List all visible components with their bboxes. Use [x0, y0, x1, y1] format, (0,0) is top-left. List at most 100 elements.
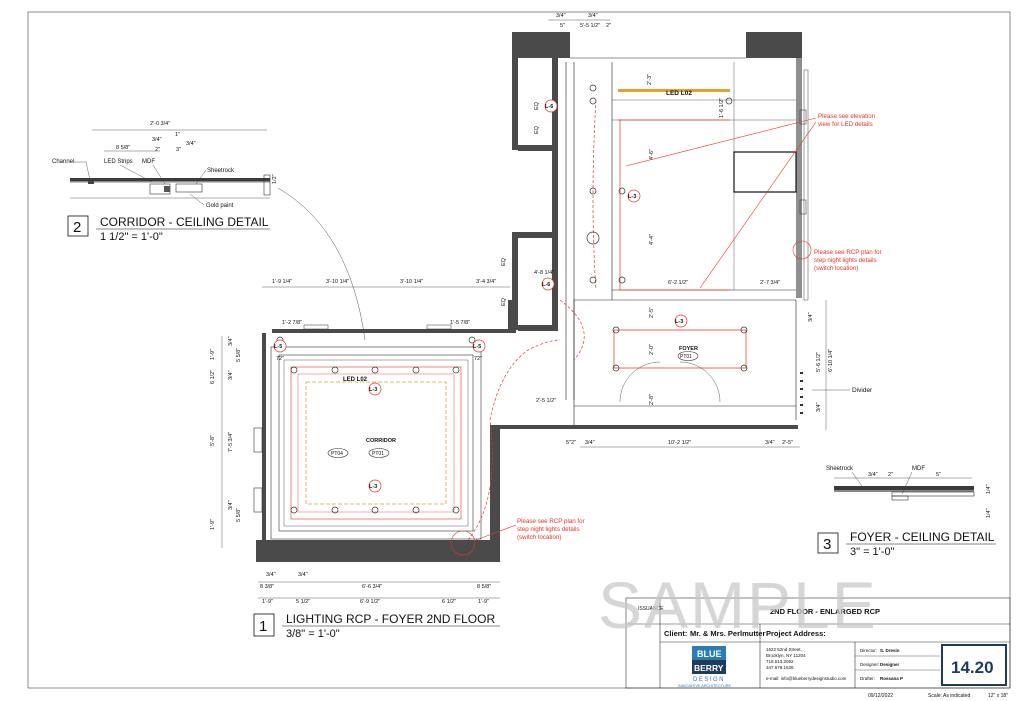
dim-text: 6 1/2" — [442, 599, 456, 605]
detail-3-scale: 3" = 1'-0" — [850, 546, 895, 558]
dim-text: 3/4" — [585, 440, 595, 446]
dim-text: 2'-3" — [647, 74, 653, 85]
fixture-label: L-3 — [675, 319, 683, 325]
detail-2-title: 2 CORRIDOR - CEILING DETAIL 1 1/2" = 1'-… — [67, 215, 270, 243]
label-sheetrock-foyer: Sheetrock — [826, 466, 854, 472]
dim-text: 2'-8" — [649, 394, 655, 405]
fixture-l3-c: L-3 — [368, 382, 382, 396]
note-elevation-line1: Please see elevation — [818, 113, 876, 120]
address-line-3: 718.513.2092 — [766, 659, 794, 664]
dim-text: 5"2" — [566, 440, 576, 446]
dim-text: 1'-9" — [210, 349, 216, 360]
note-rcp-bottom-line1: Please see RCP plan for — [517, 518, 585, 525]
dim-text: 1'-9" — [478, 599, 489, 605]
dim-text: 2'-0 3/4" — [150, 121, 170, 127]
note-rcp-right-line1: Please see RCP plan for — [814, 249, 882, 256]
dim-text: 3/4" — [808, 312, 814, 322]
dim-text: 1'-9 1/4" — [272, 279, 292, 285]
dim-text: 3/4" — [152, 137, 162, 143]
dim-text: 3/4" — [228, 500, 234, 510]
fixture-l5-a: L-5 — [273, 339, 287, 353]
dim-text: 3/4" — [298, 572, 308, 578]
address-line-4: 347.678.1536 — [766, 665, 794, 670]
note-rcp-bottom: Please see RCP plan for step night light… — [475, 518, 585, 541]
brand-berry: BERRY — [694, 663, 724, 673]
dim-text: 4'-4" — [649, 234, 655, 245]
dim-text: 10'-2 1/2" — [668, 440, 691, 446]
eq-label: EQ — [501, 257, 507, 266]
label-channel: Channel — [52, 159, 74, 165]
sample-watermark: SAMPLE — [598, 568, 878, 642]
director-value: S. Dresin — [880, 648, 900, 653]
dim-text: 2'-5 1/2" — [536, 398, 556, 404]
dim-text: 3" — [176, 147, 181, 153]
dim-text: 1/4" — [986, 508, 992, 518]
tag-pt01-foyer: PT01 — [680, 354, 692, 360]
dim-text: 3/4" — [228, 370, 234, 380]
date: 09/12/2022 — [868, 693, 893, 699]
sheet-title: 2ND FLOOR - ENLARGED RCP — [770, 607, 880, 616]
fixture-label: L-3 — [628, 194, 636, 200]
label-divider: Divider — [852, 387, 873, 394]
paper-size: 12" x 18" — [988, 693, 1008, 699]
eq-label: EQ — [534, 125, 540, 134]
dim-text: 6'-2 1/2" — [668, 280, 688, 286]
dim-text: 3/4" — [816, 402, 822, 412]
detail-3-number: 3 — [823, 536, 831, 553]
dim-text: 3'-10 1/4" — [326, 279, 349, 285]
fixture-l6-a: L-6 — [544, 99, 558, 113]
note-rcp-right-line2: step night lights details — [814, 257, 877, 264]
downlights-upper — [586, 84, 733, 284]
brand-blue: BLUE — [697, 649, 722, 659]
label-sheetrock: Sheetrock — [207, 168, 235, 174]
fixture-l3-b: L-3 — [674, 314, 688, 328]
dim-text: 1'-9" — [262, 599, 273, 605]
dim-text: 2'-5" — [782, 440, 793, 446]
dim-text: 1" — [175, 132, 180, 138]
company-email: e-mail: info@blueberrydesignstudio.com — [766, 676, 847, 681]
dim-text: 2" — [155, 147, 160, 153]
note-rcp-right: Please see RCP plan for step night light… — [792, 240, 882, 272]
dim-text: 8 5/8" — [477, 584, 491, 590]
dim-text: 3/4" — [556, 13, 566, 19]
dim-text: 6'-6 3/4" — [362, 584, 382, 590]
detail-1-title-text: LIGHTING RCP - FOYER 2ND FLOOR — [286, 612, 495, 626]
eq-label: EQ — [501, 297, 507, 306]
dim-text: 3/4" — [266, 572, 276, 578]
designer-label: Designer: — [860, 662, 879, 667]
fixture-l5-b: L-5 — [472, 339, 486, 353]
fixture-l3-d: L-3 — [368, 479, 382, 493]
dim-text: 6'-9 1/2" — [360, 599, 380, 605]
fixture-label: L-6 — [545, 104, 553, 110]
dim-text: 5'-5 1/2" — [580, 23, 600, 29]
brand-design: DESIGN — [693, 677, 725, 683]
drafter-value: Rossana P — [880, 676, 903, 681]
client-label: Client: — [664, 629, 687, 638]
dim-text: 5 1/2" — [296, 599, 310, 605]
label-mdf: MDF — [142, 159, 155, 165]
dim-text: 8 3/8" — [260, 584, 274, 590]
dim-text: 72" — [474, 356, 482, 362]
dim-text: 3/4" — [588, 13, 598, 19]
sheet-number: 14.20 — [951, 658, 994, 677]
dim-text: 1'-2 7/8" — [282, 320, 302, 326]
dim-text: 1/2" — [272, 174, 278, 184]
dim-text: 3/4" — [868, 472, 878, 478]
eq-label: EQ — [534, 101, 540, 110]
dim-text: 3/4" — [228, 336, 234, 346]
sheet-border — [27, 11, 1011, 689]
note-elevation: Please see elevation view for LED detail… — [625, 113, 876, 289]
note-rcp-bottom-line3: (switch location) — [517, 534, 561, 541]
dim-text: 1'-9" — [210, 519, 216, 530]
dim-text: 5 5/8" — [236, 348, 242, 362]
note-elevation-line2: view for LED details — [818, 121, 873, 128]
detail-1-title: 1 LIGHTING RCP - FOYER 2ND FLOOR 3/8" = … — [253, 612, 500, 640]
tag-led-l02-corridor: LED L02 — [343, 377, 368, 383]
label-led-strips: LED Strips — [104, 159, 133, 165]
dim-text: 4'-8 1/4" — [534, 270, 554, 276]
fixture-l3-a: L-3 — [627, 189, 641, 203]
dim-text: 5'-8" — [210, 435, 216, 446]
detail-2-scale: 1 1/2" = 1'-0" — [100, 231, 163, 243]
dim-text: 2" — [606, 23, 611, 29]
